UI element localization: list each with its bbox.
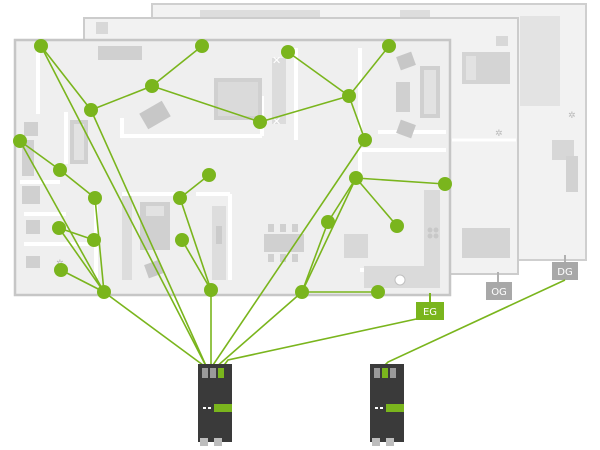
node [371, 285, 385, 299]
wiring-nodes [13, 39, 452, 299]
node [390, 219, 404, 233]
node [53, 163, 67, 177]
svg-text:✲: ✲ [568, 111, 576, 121]
node [87, 233, 101, 247]
node [13, 134, 27, 148]
node [173, 191, 187, 205]
node [195, 39, 209, 53]
node [202, 168, 216, 182]
wiring-network [19, 45, 566, 369]
node [358, 133, 372, 147]
node [145, 79, 159, 93]
node [52, 221, 66, 235]
controller-device-left [198, 364, 232, 446]
node [438, 177, 452, 191]
svg-text:✲: ✲ [495, 129, 503, 139]
node [84, 103, 98, 117]
floor-tag-dg: DG [552, 255, 578, 280]
node [97, 285, 111, 299]
node [88, 191, 102, 205]
floor-label-dg: DG [557, 267, 572, 278]
floor-tag-eg: EG [416, 293, 444, 320]
node [295, 285, 309, 299]
node [54, 263, 68, 277]
svg-text:✕: ✕ [272, 54, 281, 67]
node [281, 45, 295, 59]
controller-device-right [370, 364, 404, 446]
node [34, 39, 48, 53]
floor-tag-og: OG [486, 272, 512, 300]
node [349, 171, 363, 185]
svg-text:✕: ✕ [272, 115, 281, 128]
floor-label-eg: EG [423, 307, 437, 318]
node [253, 115, 267, 129]
node [321, 215, 335, 229]
node [382, 39, 396, 53]
floor-label-og: OG [491, 287, 507, 298]
node [342, 89, 356, 103]
floor-plan-eg: ✕ ✕ ✲ [13, 38, 452, 297]
